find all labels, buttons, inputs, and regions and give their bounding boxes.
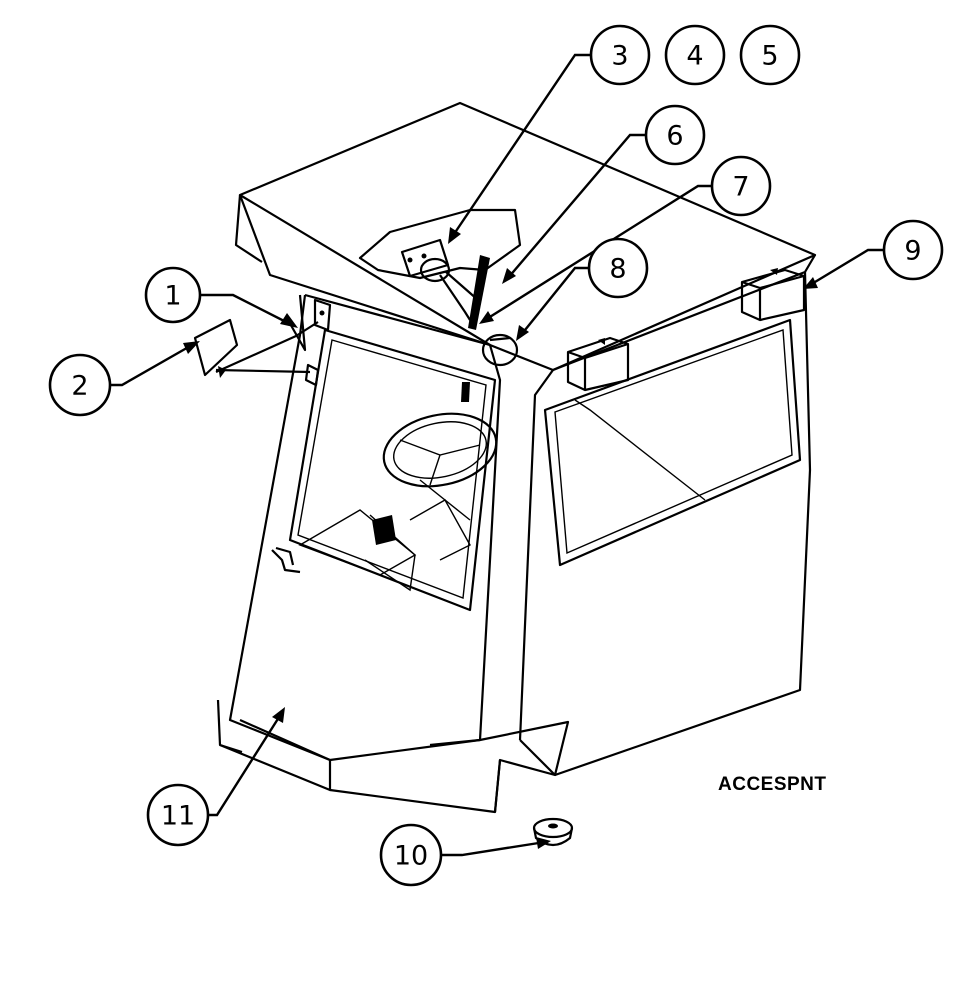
callout-label: 9: [904, 236, 921, 267]
callout-label: 5: [761, 41, 778, 72]
callout-label: 8: [609, 254, 626, 285]
cab-assembly: [193, 101, 817, 847]
callout-9: 9: [882, 219, 944, 281]
leader-lines: [110, 53, 883, 857]
callout-label: 1: [164, 281, 181, 312]
callout-label: 4: [686, 41, 703, 72]
drawing-code-label: ACCESPNT: [718, 774, 827, 795]
callout-8: 8: [587, 237, 649, 299]
callout-label: 7: [732, 172, 749, 203]
callout-3: 3: [589, 24, 651, 86]
callout-1: 1: [144, 266, 202, 324]
callout-10: 10: [379, 823, 443, 887]
callout-label: 6: [666, 121, 683, 152]
callout-balloons: 1 2 3 4 5 6 7 8: [48, 24, 944, 887]
callout-6: 6: [644, 104, 706, 166]
callout-label: 2: [71, 371, 88, 402]
callout-label: 10: [394, 841, 428, 872]
callout-7: 7: [710, 155, 772, 217]
callout-11: 11: [146, 783, 210, 847]
callout-label: 3: [611, 41, 628, 72]
callout-label: 11: [161, 801, 195, 832]
callout-5: 5: [739, 24, 801, 86]
callout-2: 2: [48, 353, 112, 417]
callout-4: 4: [664, 24, 726, 86]
